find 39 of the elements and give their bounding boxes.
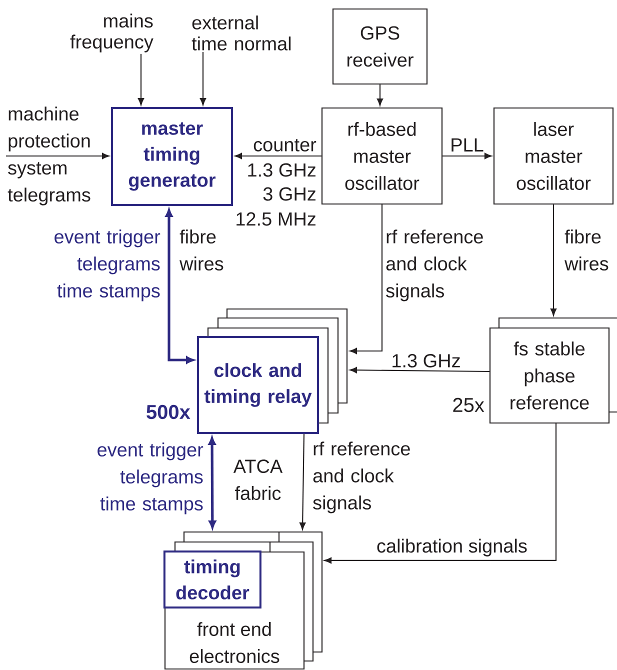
arrow [200, 52, 206, 106]
process-box: master timing generator [111, 107, 233, 206]
count-label: 25x [453, 398, 484, 412]
edge-label: fibre wires [180, 230, 224, 270]
arrow [324, 424, 557, 564]
process-box: clock and timing relay [197, 336, 319, 434]
edge-label: rf reference and clock signals [313, 442, 410, 514]
arrow [6, 152, 110, 160]
label-text: event trigger telegrams time stamps [54, 230, 160, 302]
label-text: 1.3 GHz [248, 163, 316, 177]
arrow [550, 204, 557, 316]
arrow [350, 204, 383, 354]
arrow [165, 209, 194, 364]
edge-label: fibre wires [564, 230, 608, 270]
arrow [208, 437, 216, 528]
edge-label: counter [254, 139, 316, 152]
label-text: mains frequency [70, 14, 154, 52]
arrow [300, 434, 306, 530]
label-text: machine protection system telegrams [8, 106, 90, 206]
process-box: fs stable phase reference [489, 327, 610, 424]
edge-label: ATCA fabric [233, 460, 283, 500]
edge-label: calibration signals [377, 538, 527, 556]
arrow [350, 367, 490, 374]
count-label: 500x [146, 404, 190, 420]
label-text: event trigger telegrams time stamps [98, 442, 204, 514]
label-text: 12.5 MHz [236, 212, 316, 226]
arrow [234, 152, 322, 160]
label-text: 3 GHz [263, 187, 316, 201]
arrow [442, 152, 492, 160]
process-box: GPS receiver [332, 8, 428, 85]
edge-label: PLL [452, 138, 484, 152]
process-box: rf-based master oscillator [321, 107, 443, 205]
edge-label: 1.3 GHz [392, 354, 460, 368]
edge-label: rf reference and clock signals [386, 230, 483, 302]
arrow [138, 54, 144, 106]
label-text: external time normal [192, 16, 291, 50]
arrow [376, 84, 384, 106]
process-box: timing decoder [163, 550, 262, 608]
process-box: laser master oscillator [493, 107, 614, 205]
